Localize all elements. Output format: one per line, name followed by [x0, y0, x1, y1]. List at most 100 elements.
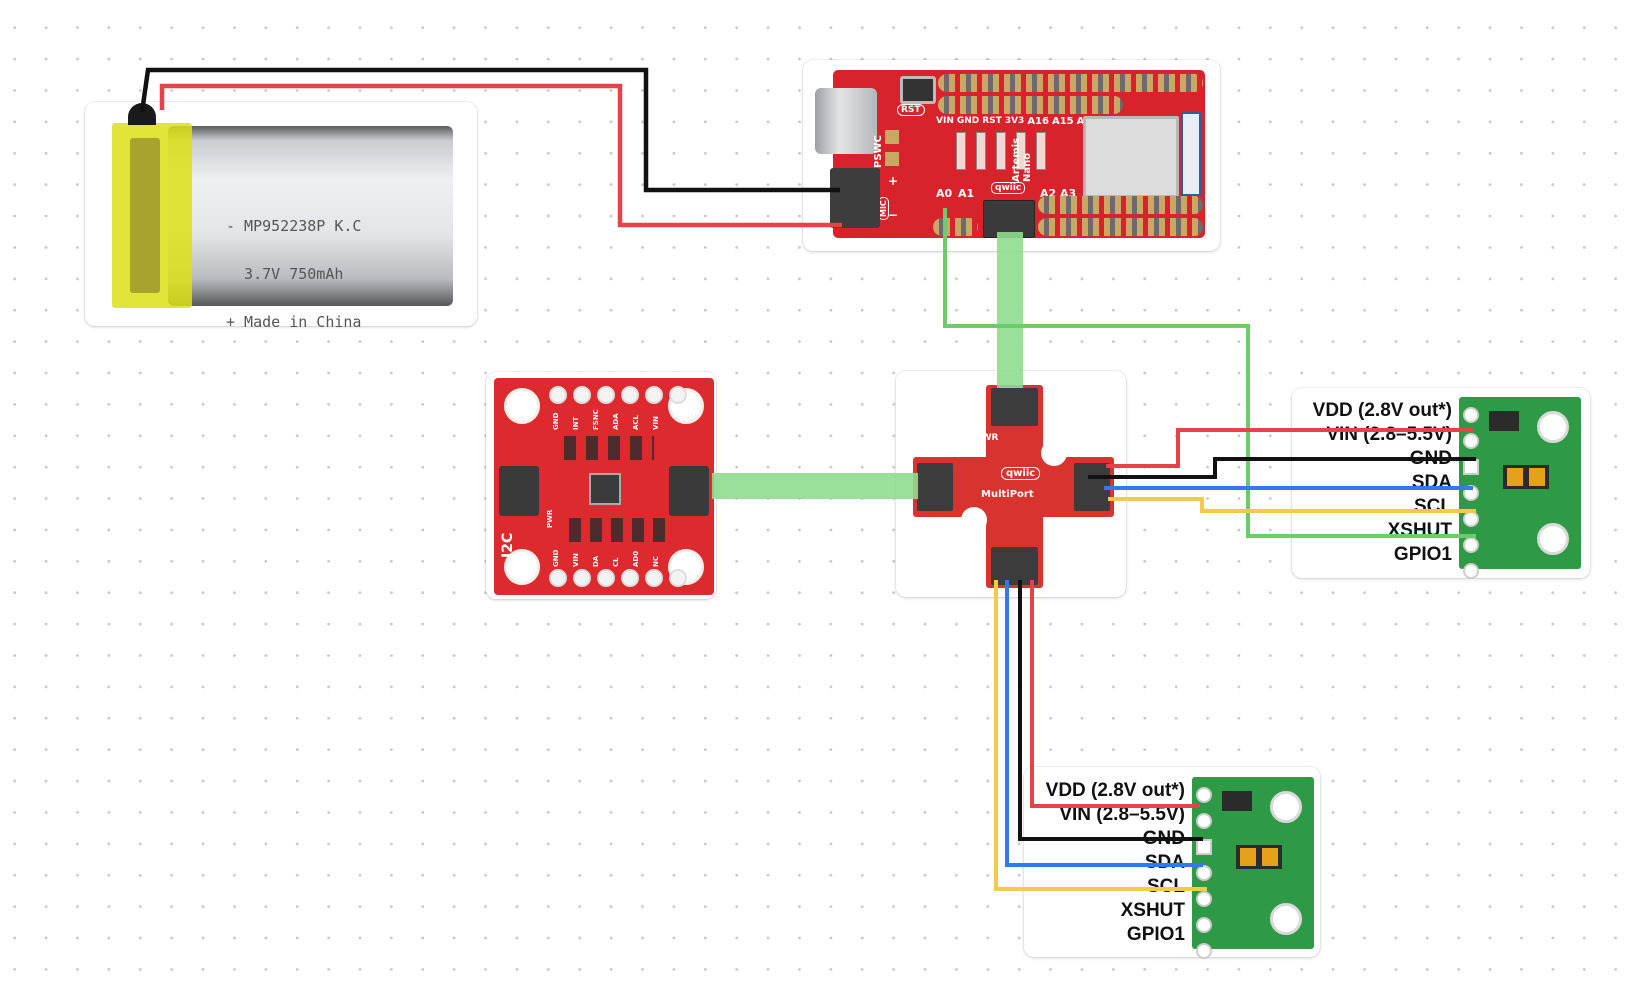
led-19 — [1036, 132, 1046, 170]
mcu-top-header-row-1 — [938, 74, 1203, 92]
sensor-2-tof-lens-a — [1240, 848, 1256, 866]
sensor-1-tof-lens-b — [1529, 468, 1545, 486]
imu-pin-pad — [597, 569, 615, 587]
imu-pin-pad — [549, 569, 567, 587]
sensor-1-pin-labels: VDD (2.8V out*) VIN (2.8–5.5V) GND SDA S… — [1290, 399, 1452, 567]
mount-hole-br — [668, 549, 704, 585]
multiport-notch-bl — [961, 507, 987, 533]
sensor-pin-pad — [1463, 433, 1479, 449]
sensor-1-pin-vdd: VDD (2.8V out*) — [1312, 400, 1452, 421]
battery-lead — [128, 103, 156, 125]
imu-pin-pad — [549, 386, 567, 404]
mcu-mid-header-right — [1038, 196, 1203, 214]
sensor-pin-pad — [1463, 537, 1479, 553]
mcu-bottom-header — [933, 218, 978, 236]
imu-bottom-label-cl: CL — [612, 557, 620, 567]
sensor-2-pin-gnd: GND — [1142, 828, 1185, 849]
imu-qwiic-right[interactable] — [669, 466, 709, 516]
imu-components-top — [564, 436, 654, 460]
sensor-1-pin-column — [1463, 407, 1479, 579]
imu-top-label-acl: ACL — [632, 414, 640, 430]
multiport-connector-left[interactable] — [917, 463, 953, 511]
sensor-2-pin-vdd: VDD (2.8V out*) — [1045, 780, 1185, 801]
multiport-connector-bottom[interactable] — [991, 547, 1038, 585]
mcu-top-header-row-2 — [938, 96, 1123, 114]
imu-pin-pad — [669, 386, 687, 404]
mcu-top-pin-labels: VIN GND RST 3V3 A16 A15 A14 — [936, 116, 1098, 127]
led-chg — [976, 132, 986, 170]
battery-label-line-2: 3.7V 750mAh — [226, 265, 344, 283]
sensor-2-pin-labels: VDD (2.8V out*) VIN (2.8–5.5V) GND SDA S… — [1023, 779, 1185, 947]
pin-label-vin: VIN — [936, 116, 954, 126]
battery-connector[interactable] — [830, 168, 880, 228]
sensor-pin-pad — [1196, 943, 1212, 959]
sensor-2-tof-lens-b — [1262, 848, 1278, 866]
imu-board[interactable]: GND INT FSNC ADA ACL VIN GND VIN DA CL A… — [494, 378, 714, 595]
sensor-pin-pad — [1196, 787, 1212, 803]
led-pwr — [956, 132, 966, 170]
imu-pin-pad — [621, 569, 639, 587]
battery-plus-label: + — [888, 174, 899, 188]
sensor-2-pin-column — [1196, 787, 1212, 959]
imu-pin-pad — [573, 569, 591, 587]
mount-hole-bl — [504, 549, 540, 585]
sensor-2-mount-hole-top — [1270, 791, 1302, 823]
sensor-pin-pad — [1463, 511, 1479, 527]
battery-label-line-3: + Made in China — [226, 313, 362, 331]
sensor-1-regulator — [1489, 411, 1519, 431]
reset-button[interactable] — [900, 76, 936, 104]
imu-pin-pad — [645, 569, 663, 587]
imu-i2c-label: I2C — [500, 532, 516, 558]
multiport-connector-top[interactable] — [991, 388, 1038, 426]
imu-bottom-labels: GND VIN DA CL AD0 NC — [549, 543, 669, 573]
pin-label-a1: A1 — [958, 187, 975, 200]
imu-top-label-int: INT — [572, 416, 580, 430]
multiport-connector-right[interactable] — [1074, 463, 1110, 511]
sensor-1-board[interactable] — [1459, 397, 1581, 579]
board-name-line-1: Artemis — [1011, 137, 1022, 182]
imu-pin-pad — [573, 386, 591, 404]
sensor-pin-pad — [1196, 917, 1212, 933]
imu-bottom-label-vin: VIN — [572, 553, 580, 567]
pin-label-a16: A16 — [1027, 116, 1049, 127]
imu-pwr-label: PWR — [546, 509, 554, 528]
battery[interactable]: - MP952238P K.C 3.7V 750mAh + Made in Ch… — [108, 103, 460, 330]
sensor-pin-pad — [1463, 407, 1479, 423]
multiport-qwiic-label: qwiic — [1001, 467, 1041, 480]
sensor-pin-pad — [1196, 891, 1212, 907]
sensor-pin-pad — [1196, 813, 1212, 829]
sensor-2-pin-sda: SDA — [1144, 852, 1185, 873]
pswc-label: PSWC — [873, 135, 884, 168]
mcu-board[interactable]: RST VIN GND RST 3V3 A16 A15 A14 Artemis … — [815, 70, 1205, 238]
imu-top-label-gnd: GND — [552, 412, 560, 430]
imu-components-bottom — [569, 518, 674, 542]
antenna — [1181, 112, 1201, 196]
usb-c-port[interactable] — [815, 88, 877, 154]
imu-bottom-pins — [549, 569, 687, 587]
mcu-led-row — [956, 132, 1046, 170]
sensor-1-pin-xshut: XSHUT — [1387, 520, 1452, 541]
imu-top-label-ada: ADA — [612, 413, 620, 430]
artemis-module — [1083, 116, 1179, 198]
sensor-1-pin-scl: SCL — [1414, 496, 1452, 517]
imu-bottom-label-gnd: GND — [552, 549, 560, 567]
sensor-pin-pad — [1463, 459, 1479, 475]
imu-top-label-vin: VIN — [652, 416, 660, 430]
pin-label-a15: A15 — [1051, 116, 1074, 127]
sensor-2-board[interactable] — [1192, 777, 1314, 959]
imu-pin-pad — [621, 386, 639, 404]
mcu-qwiic-connector[interactable] — [983, 200, 1035, 238]
sensor-1-mount-hole-top — [1537, 411, 1569, 443]
mount-hole-tl — [504, 388, 540, 424]
imu-bottom-label-ad0: AD0 — [632, 550, 640, 567]
sensor-1-tof-lens-a — [1507, 468, 1523, 486]
imu-qwiic-left[interactable] — [499, 466, 539, 516]
imu-bottom-label-da: DA — [592, 555, 600, 567]
sensor-pin-pad — [1196, 839, 1212, 855]
imu-top-pins — [549, 386, 687, 404]
sensor-1-pin-gpio1: GPIO1 — [1393, 544, 1452, 565]
pin-label-gnd: GND — [956, 116, 980, 126]
imu-top-labels: GND INT FSNC ADA ACL VIN — [549, 406, 669, 436]
battery-label: - MP952238P K.C 3.7V 750mAh + Made in Ch… — [226, 186, 361, 362]
multiport-board[interactable]: PWR qwiic MultiPort — [913, 385, 1114, 588]
